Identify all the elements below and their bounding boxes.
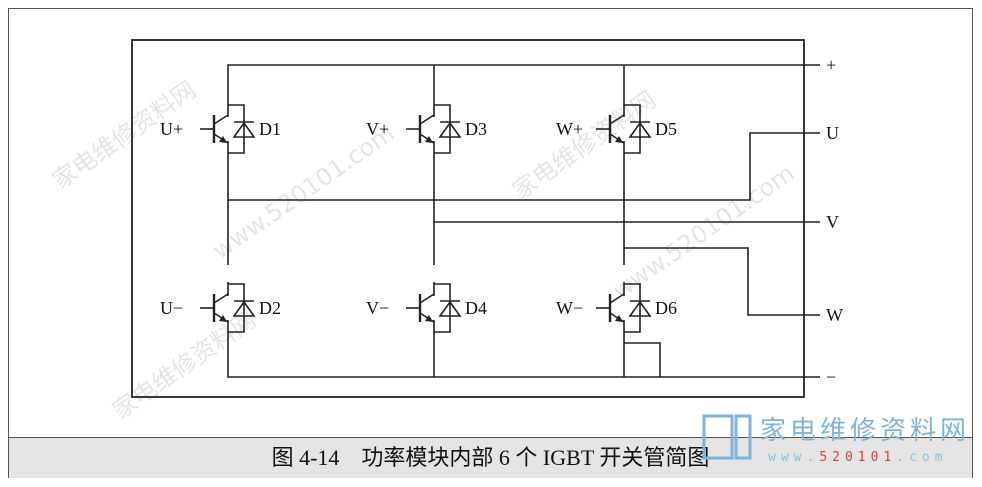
igbt-cell-1: U+ D1	[160, 103, 281, 155]
figure-caption: 图 4-14 功率模块内部 6 个 IGBT 开关管简图	[271, 445, 710, 470]
diode-label: D3	[465, 119, 487, 139]
svg-text:家电维修资料网: 家电维修资料网	[507, 86, 661, 205]
igbt-cell-2: V+ D3	[366, 103, 487, 155]
emitter-arrow-icon	[615, 315, 623, 322]
diode-icon	[438, 300, 462, 317]
diode-icon	[628, 121, 652, 138]
gate-label: V−	[366, 298, 389, 318]
igbt-cell-6: W− D6	[556, 282, 677, 334]
diode-icon	[232, 300, 256, 317]
gate-label: U+	[160, 119, 183, 139]
igbt-cell-3: W+ D5	[556, 103, 677, 155]
emitter-arrow-icon	[425, 136, 433, 143]
diode-label: D1	[259, 119, 281, 139]
figure-frame	[8, 8, 973, 478]
bus-wires	[227, 64, 820, 378]
diode-icon	[628, 300, 652, 317]
emitter-arrow-icon	[219, 136, 227, 143]
svg-text:www.520101.com: www.520101.com	[207, 119, 399, 265]
diode-label: D5	[655, 119, 677, 139]
watermark-logo-icon	[702, 414, 752, 460]
emitter-arrow-icon	[425, 315, 433, 322]
watermark-url: www.520101.com	[768, 450, 948, 465]
igbt-cell-5: V− D4	[366, 282, 487, 334]
gate-label: V+	[366, 119, 389, 139]
terminal-w: W	[826, 305, 843, 325]
diode-label: D4	[465, 298, 487, 318]
diode-icon	[232, 121, 256, 138]
terminal-plus: +	[826, 55, 836, 75]
emitter-arrow-icon	[615, 136, 623, 143]
gate-label: U−	[160, 298, 183, 318]
gate-label: W−	[556, 298, 583, 318]
caption-bar: 图 4-14 功率模块内部 6 个 IGBT 开关管简图	[9, 437, 972, 478]
svg-text:家电维修资料网: 家电维修资料网	[107, 306, 261, 425]
terminal-v: V	[826, 212, 839, 232]
emitter-arrow-icon	[219, 315, 227, 322]
gate-label: W+	[556, 119, 583, 139]
watermark-name: 家电维修资料网	[760, 416, 971, 446]
terminal-minus: −	[826, 367, 836, 387]
diode-label: D6	[655, 298, 677, 318]
module-box	[131, 39, 805, 398]
diode-label: D2	[259, 298, 281, 318]
terminal-u: U	[826, 123, 839, 143]
diode-icon	[438, 121, 462, 138]
svg-text:www.520101.com: www.520101.com	[607, 159, 799, 305]
igbt-cell-4: U− D2	[160, 282, 281, 334]
